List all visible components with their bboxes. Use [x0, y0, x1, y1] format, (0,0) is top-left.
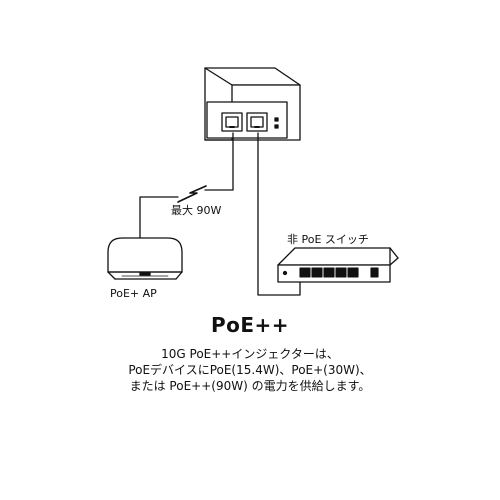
poe-plus-ap — [107, 237, 183, 280]
injector-port-out — [246, 112, 268, 132]
injector-led-icon — [274, 117, 279, 129]
switch-ports — [299, 267, 379, 278]
poe-injector — [204, 67, 301, 141]
connection-diagram — [107, 67, 399, 296]
lightning-icon — [177, 185, 207, 203]
ap-label: PoE+ AP — [110, 287, 157, 300]
switch-cable — [257, 132, 301, 296]
description-line: 10G PoE++インジェクターは、 — [161, 347, 339, 361]
ap-cable — [139, 132, 234, 243]
non-poe-switch — [277, 247, 399, 283]
description-line: PoEデバイスにPoE(15.4W)、PoE+(30W)、 — [128, 363, 372, 377]
switch-led-icon — [282, 270, 288, 276]
switch-label: 非 PoE スイッチ — [287, 233, 369, 246]
max-power-label: 最大 90W — [171, 204, 222, 217]
description: 10G PoE++インジェクターは、 PoEデバイスにPoE(15.4W)、Po… — [0, 346, 500, 394]
ap-led-icon — [139, 272, 151, 276]
injector-port-in — [221, 112, 243, 132]
page-title: PoE++ — [210, 313, 290, 337]
description-line: または PoE++(90W) の電力を供給します。 — [129, 379, 371, 393]
